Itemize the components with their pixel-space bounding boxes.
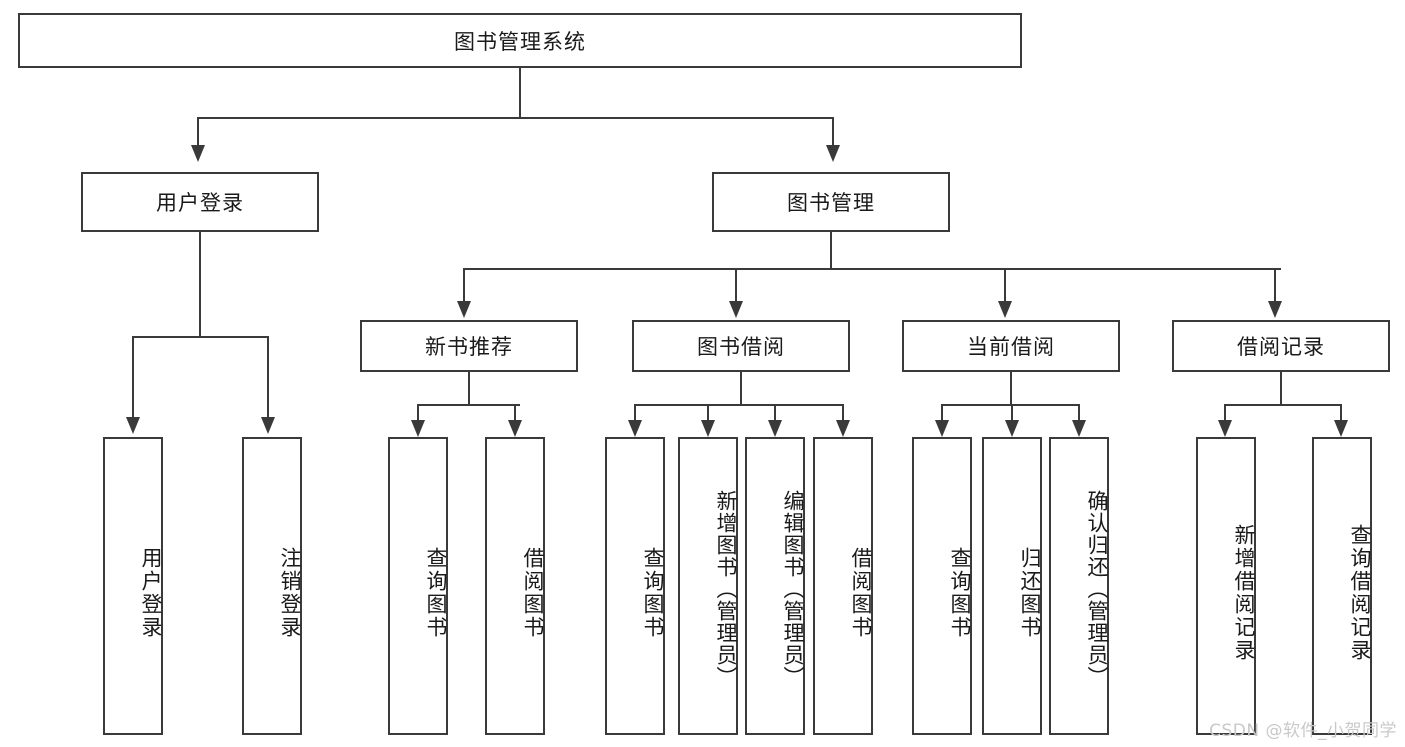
connector-drop-current-borrow [1004,268,1006,303]
node-borrow-record[interactable]: 借阅记录 [1172,320,1390,372]
leaf-add-borrow-record[interactable]: 新增借阅记录 [1196,437,1256,735]
node-label: 用户登录 [139,547,163,639]
leaf-return-book[interactable]: 归还图书 [982,437,1042,735]
connector-user-login-bar [132,336,269,338]
node-label: 新书推荐 [425,335,513,359]
node-label: 借阅记录 [1237,335,1325,359]
node-label: 确认归还（管理员） [1085,490,1109,688]
node-label: 查询借阅记录 [1348,524,1372,662]
connector-drop-leaf-logout [267,336,269,419]
connector-drop-bb-2 [707,404,709,422]
node-label: 新增图书（管理员） [714,490,738,688]
node-user-login[interactable]: 用户登录 [81,172,319,232]
node-label: 归还图书 [1018,547,1042,639]
arrow-bb-1 [628,420,642,437]
connector-book-manage-stem [830,232,832,269]
connector-drop-cb-3 [1078,404,1080,422]
connector-drop-book-manage [832,117,834,147]
leaf-edit-book-admin[interactable]: 编辑图书（管理员） [745,437,805,735]
node-label: 查询图书 [424,547,448,639]
node-label: 编辑图书（管理员） [781,490,805,688]
arrow-borrow-record [1268,301,1282,318]
node-label: 图书管理 [787,191,875,215]
connector-drop-br-1 [1224,404,1226,422]
leaf-query-book-current[interactable]: 查询图书 [912,437,972,735]
connector-drop-user-login [197,117,199,147]
arrow-br-2 [1334,420,1348,437]
connector-current-borrow-stem [1010,372,1012,405]
arrow-new-book [457,301,471,318]
connector-new-book-bar [417,404,520,406]
arrow-nb-2 [508,420,522,437]
connector-borrow-record-stem [1280,372,1282,405]
arrow-bb-2 [701,420,715,437]
connector-drop-bb-4 [842,404,844,422]
connector-book-borrow-stem [740,372,742,405]
connector-drop-cb-2 [1011,404,1013,422]
connector-current-borrow-bar [941,404,1079,406]
connector-level3-bar [463,268,1281,270]
arrow-bb-4 [836,420,850,437]
connector-drop-bb-1 [634,404,636,422]
leaf-logout[interactable]: 注销登录 [242,437,302,735]
arrow-current-borrow [998,301,1012,318]
leaf-add-book-admin[interactable]: 新增图书（管理员） [678,437,738,735]
connector-book-borrow-bar [634,404,844,406]
node-label: 用户登录 [156,191,244,215]
connector-drop-nb-2 [514,404,516,422]
connector-drop-borrow-record [1274,268,1276,303]
leaf-query-book-recommend[interactable]: 查询图书 [388,437,448,735]
node-label: 新增借阅记录 [1232,524,1256,662]
connector-user-login-stem [199,232,201,337]
connector-drop-leaf-user-login [132,336,134,419]
arrow-nb-1 [411,420,425,437]
arrow-book-borrow [729,301,743,318]
node-label: 当前借阅 [967,335,1055,359]
node-book-management[interactable]: 图书管理 [712,172,950,232]
connector-drop-nb-1 [417,404,419,422]
connector-level2-bar [197,117,834,119]
leaf-borrow-book-recommend[interactable]: 借阅图书 [485,437,545,735]
node-current-borrow[interactable]: 当前借阅 [902,320,1120,372]
arrow-cb-1 [935,420,949,437]
arrow-br-1 [1218,420,1232,437]
connector-drop-bb-3 [774,404,776,422]
node-label: 查询图书 [641,547,665,639]
arrow-leaf-logout [261,417,275,434]
arrow-leaf-user-login [126,417,140,434]
node-label: 查询图书 [948,547,972,639]
leaf-confirm-return-admin[interactable]: 确认归还（管理员） [1049,437,1109,735]
node-label: 借阅图书 [849,547,873,639]
node-label: 图书借阅 [697,335,785,359]
connector-new-book-stem [468,372,470,405]
connector-root-stem [519,68,521,118]
arrow-cb-3 [1072,420,1086,437]
arrow-user-login [191,145,205,162]
connector-drop-book-borrow [735,268,737,303]
connector-drop-cb-1 [941,404,943,422]
node-root-system[interactable]: 图书管理系统 [18,13,1022,68]
node-label: 借阅图书 [521,547,545,639]
node-new-book-recommend[interactable]: 新书推荐 [360,320,578,372]
leaf-query-book-borrow[interactable]: 查询图书 [605,437,665,735]
connector-borrow-record-bar [1224,404,1341,406]
node-label: 注销登录 [278,547,302,639]
connector-drop-new-book [463,268,465,303]
leaf-user-login[interactable]: 用户登录 [103,437,163,735]
arrow-bb-3 [768,420,782,437]
arrow-book-manage [826,145,840,162]
leaf-query-borrow-record[interactable]: 查询借阅记录 [1312,437,1372,735]
node-book-borrow[interactable]: 图书借阅 [632,320,850,372]
arrow-cb-2 [1005,420,1019,437]
node-label: 图书管理系统 [454,29,586,54]
leaf-borrow-book[interactable]: 借阅图书 [813,437,873,735]
connector-drop-br-2 [1340,404,1342,422]
